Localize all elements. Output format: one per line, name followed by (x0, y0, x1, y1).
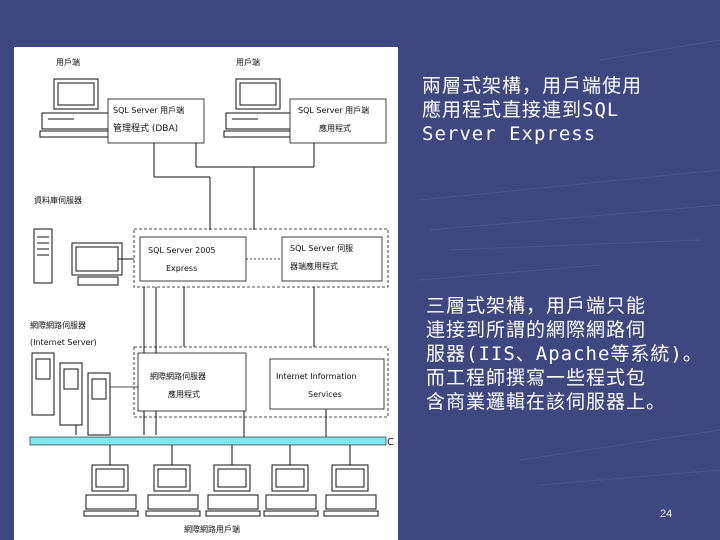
sql-server-app-label-2: 器端應用程式 (290, 262, 338, 271)
svg-text:C: C (387, 437, 394, 448)
web-client-5-icon (323, 464, 379, 517)
three-tier-line-2: 連接到所謂的網際網路伺 (426, 319, 647, 341)
iis-box (269, 358, 385, 410)
three-tier-line-5: 含商業邏輯在該伺服器上。 (426, 391, 667, 413)
sql-express-label-2: Express (166, 264, 198, 273)
page-number: 24 (660, 508, 673, 520)
client-computer-right-icon (223, 78, 299, 138)
web-client-4-icon (263, 464, 319, 517)
internet-server-label-1: 網際網路伺服器 (30, 321, 86, 330)
architecture-diagram: C (14, 47, 398, 540)
web-app-box (137, 352, 247, 412)
sql-express-box (139, 236, 247, 282)
network-bus (29, 436, 387, 446)
internet-server-label-2: (Internet Server) (30, 338, 97, 347)
client-left-label: 用戶端 (56, 58, 80, 67)
sql-client-mgmt-label-2: 管理程式 (DBA) (113, 124, 179, 134)
three-tier-line-1: 三層式架構，用戶端只能 (426, 295, 647, 317)
sql-server-app-box (281, 236, 383, 282)
web-client-3-icon (205, 464, 261, 517)
three-tier-line-4: 而工程師撰寫一些程式包 (426, 367, 647, 389)
three-tier-note: 三層式架構，用戶端只能 連接到所謂的網際網路伺 服器(IIS、Apache等系統… (426, 294, 703, 414)
sql-client-app-box (289, 98, 387, 144)
two-tier-line-2: 應用程式直接連到SQL (422, 99, 620, 121)
db-server-label: 資料庫伺服器 (34, 196, 82, 205)
internet-server-icon (31, 352, 111, 436)
web-client-2-icon (145, 464, 201, 517)
sql-server-app-label-1: SQL Server 伺服 (290, 244, 354, 253)
iis-label-1: Internet Information (276, 372, 357, 381)
web-client-computers (83, 464, 379, 517)
client-right-label: 用戶端 (236, 58, 260, 67)
sql-client-app-label-2: 應用程式 (319, 124, 351, 133)
client-computer-left-icon (39, 78, 115, 138)
db-tier-group (133, 228, 389, 288)
sql-client-mgmt-box (107, 98, 205, 144)
web-clients-label: 網際網路用戶端 (184, 525, 240, 534)
web-app-label-1: 網際網路伺服器 (150, 372, 206, 381)
two-tier-line-1: 兩層式架構，用戶端使用 (422, 75, 643, 97)
web-client-1-icon (83, 464, 139, 517)
web-tier-group (133, 346, 389, 418)
database-server-icon (33, 228, 123, 286)
two-tier-line-3: Server Express (422, 123, 597, 145)
two-tier-note: 兩層式架構，用戶端使用 應用程式直接連到SQL Server Express (422, 74, 642, 146)
sql-express-label-1: SQL Server 2005 (148, 246, 216, 255)
sql-client-mgmt-label-1: SQL Server 用戶端 (113, 106, 185, 115)
sql-client-app-label-1: SQL Server 用戶端 (298, 106, 370, 115)
web-app-label-2: 應用程式 (168, 390, 200, 399)
iis-label-2: Services (308, 390, 342, 399)
three-tier-line-3: 服器(IIS、Apache等系統)。 (426, 343, 703, 365)
